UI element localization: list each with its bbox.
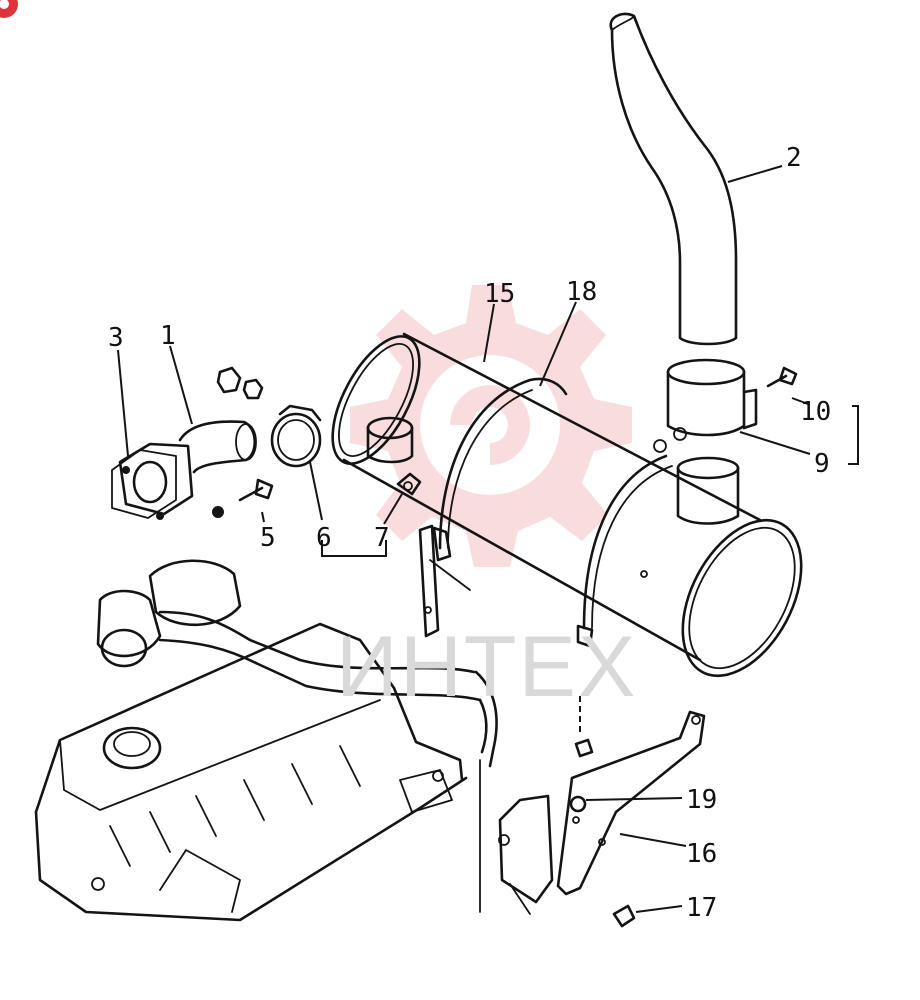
exhaust-elbow	[118, 420, 257, 520]
bottom-bolt	[612, 904, 636, 928]
hose-clamp	[270, 404, 322, 468]
tail-pipe	[609, 12, 738, 346]
callout-1: 1	[160, 321, 176, 351]
small-clip	[396, 472, 422, 496]
nut-stack	[569, 696, 594, 813]
muffler	[331, 332, 803, 678]
gasket	[111, 449, 177, 519]
muffler-bracket	[418, 524, 471, 638]
callout-6: 6	[316, 523, 332, 553]
callout-9: 9	[814, 449, 830, 479]
corner-badge	[0, 0, 18, 18]
bolt	[238, 478, 274, 502]
callout-2: 2	[786, 143, 802, 173]
clamp-bolt	[766, 366, 798, 388]
group-bracket-9-10	[848, 405, 859, 465]
pipe-clamp	[666, 358, 758, 441]
callout-18: 18	[566, 277, 597, 307]
leader-lines	[117, 165, 811, 913]
engine-block	[34, 622, 468, 922]
group-bracket-6-7	[321, 540, 387, 557]
callout-15: 15	[484, 279, 515, 309]
callout-7: 7	[374, 523, 390, 553]
callout-19: 19	[686, 785, 717, 815]
mounting-band-front	[432, 377, 568, 562]
callout-10: 10	[800, 397, 831, 427]
nuts	[212, 366, 264, 518]
callout-5: 5	[260, 523, 276, 553]
callout-16: 16	[686, 839, 717, 869]
callout-3: 3	[108, 323, 124, 353]
callout-17: 17	[686, 893, 717, 923]
stay-bracket	[556, 710, 706, 896]
turbocharger	[96, 559, 498, 768]
watermark-text: ИНТЕХ	[336, 619, 637, 715]
mounting-band-rear	[576, 454, 673, 648]
watermark-logo	[350, 285, 632, 567]
chassis-bracket	[479, 759, 554, 915]
callout-labels: 2 15 18 3 1 10 9 5 6 7 19 16 17	[108, 143, 831, 923]
